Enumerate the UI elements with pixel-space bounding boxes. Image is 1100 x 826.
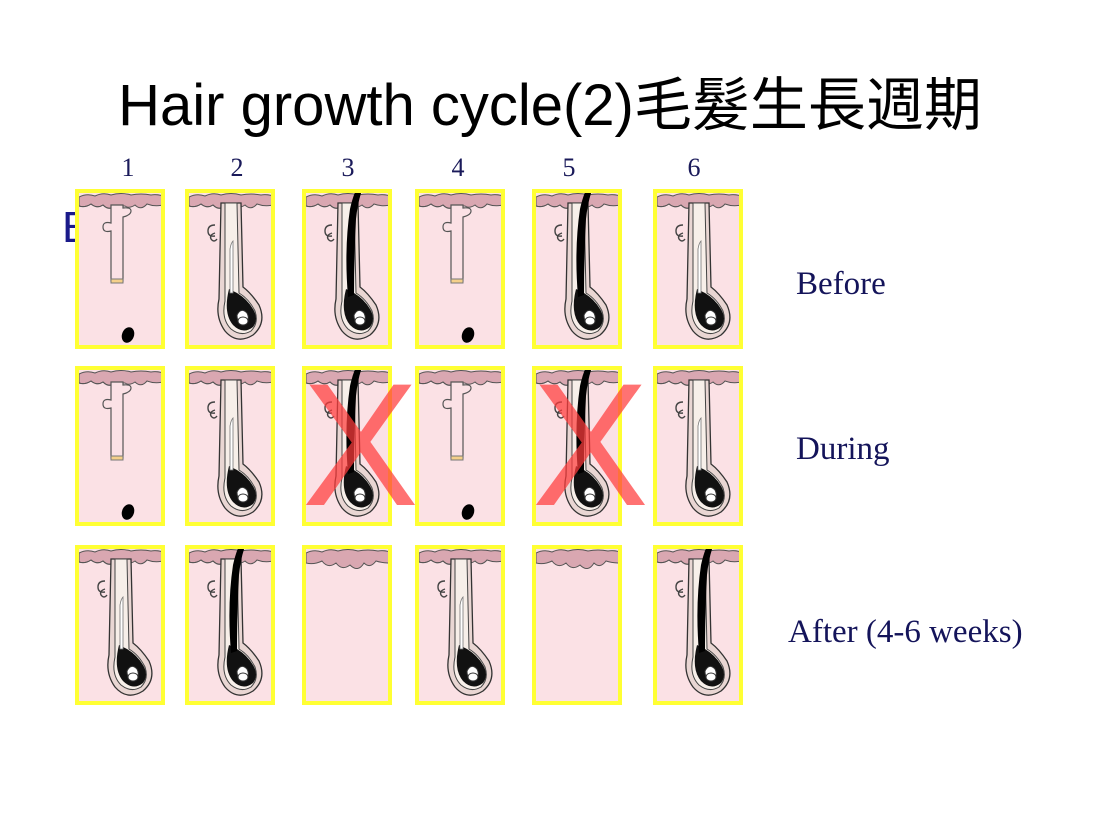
column-number-5: 5 xyxy=(562,153,576,182)
column-number-1: 1 xyxy=(121,153,135,182)
follicle-illustration-anagen-no-shaft xyxy=(189,193,271,340)
follicle-cell-r1-c5 xyxy=(532,189,622,349)
follicle-illustration-anagen-with-hair xyxy=(306,193,388,340)
row-label-during: During xyxy=(796,431,890,467)
follicle-cell-r3-c5 xyxy=(532,545,622,705)
slide-title: Hair growth cycle(2)毛髮生長週期 xyxy=(118,73,982,138)
follicle-illustration-telogen-shed xyxy=(79,370,161,520)
follicle-illustration-telogen-shed xyxy=(419,370,501,520)
follicle-illustration-anagen-no-shaft xyxy=(79,549,161,696)
follicle-cell-r2-c5 xyxy=(532,366,622,526)
row-label-after: After (4-6 weeks) xyxy=(788,614,1023,650)
follicle-illustration-anagen-with-hair xyxy=(306,370,388,517)
follicle-cell-r1-c4 xyxy=(415,189,505,349)
follicle-illustration-anagen-no-shaft xyxy=(189,370,271,517)
follicle-cell-r2-c1 xyxy=(75,366,165,526)
follicle-cell-r1-c1 xyxy=(75,189,165,349)
follicle-illustration-anagen-no-shaft xyxy=(419,549,501,696)
column-number-2: 2 xyxy=(230,153,244,182)
follicle-cell-r1-c6 xyxy=(653,189,743,349)
follicle-illustration-anagen-with-hair xyxy=(657,549,739,696)
follicle-cell-r2-c2 xyxy=(185,366,275,526)
follicle-cell-r3-c6 xyxy=(653,545,743,705)
follicle-illustration-anagen-no-shaft xyxy=(657,193,739,340)
follicle-illustration-anagen-with-hair xyxy=(536,193,618,340)
follicle-illustration-empty-follicle xyxy=(306,549,388,569)
column-number-3: 3 xyxy=(341,153,355,182)
follicle-cell-r3-c2 xyxy=(185,545,275,705)
follicle-cell-r2-c4 xyxy=(415,366,505,526)
follicle-cell-r3-c4 xyxy=(415,545,505,705)
follicle-cell-r1-c2 xyxy=(185,189,275,349)
follicle-cell-r3-c3 xyxy=(302,545,392,705)
follicle-cell-r3-c1 xyxy=(75,545,165,705)
follicle-cell-r2-c3 xyxy=(302,366,392,526)
row-label-before: Before xyxy=(796,266,886,302)
column-number-4: 4 xyxy=(451,153,465,182)
follicle-cell-r2-c6 xyxy=(653,366,743,526)
column-number-6: 6 xyxy=(687,153,701,182)
follicle-illustration-telogen-shed xyxy=(79,193,161,343)
follicle-illustration-anagen-with-hair xyxy=(536,370,618,517)
follicle-illustration-anagen-no-shaft xyxy=(657,370,739,517)
follicle-illustration-empty-follicle xyxy=(536,549,618,569)
follicle-illustration-telogen-shed xyxy=(419,193,501,343)
follicle-cell-r1-c3 xyxy=(302,189,392,349)
follicle-illustration-anagen-with-hair xyxy=(189,549,271,696)
